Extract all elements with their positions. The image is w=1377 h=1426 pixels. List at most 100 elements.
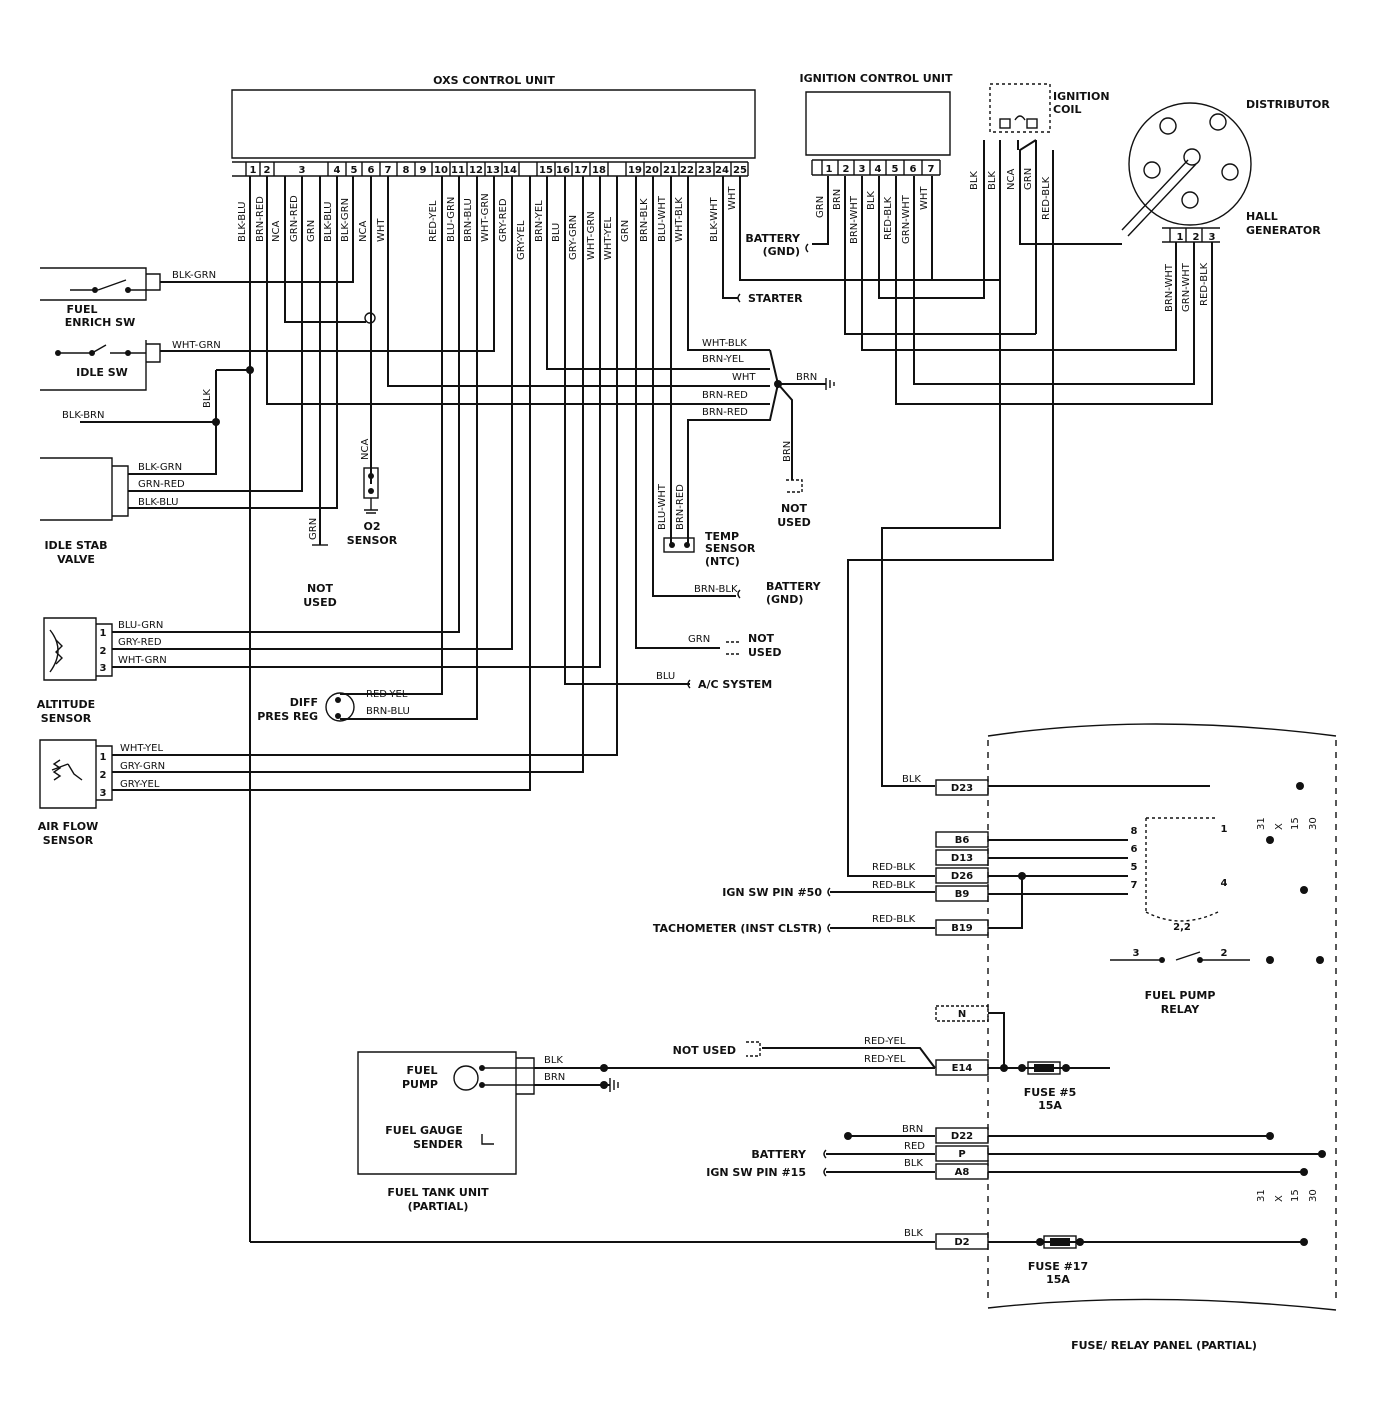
wire-label: BLK [987,171,998,190]
idle-stab-title: IDLE STAB [44,539,107,552]
not-used-title: NOT [307,582,334,595]
ac-title: A/C SYSTEM [698,678,772,691]
wire-label: WHT-GRN [172,340,221,351]
connector-label: D23 [951,783,973,794]
wire-label: BLK-BLU [323,202,334,242]
wire-label: NCA [271,221,282,242]
oxs-pin: 9 [420,165,427,176]
wire-label: WHT [376,218,387,242]
wire-label: WHT-GRN [480,193,491,242]
airflow-pin: 1 [100,752,107,763]
temp-sensor-title: (NTC) [705,555,740,568]
wire-label: BLK-BRN [62,410,104,421]
ac-system: BLU A/C SYSTEM [656,671,772,691]
wire-label: BLK-GRN [172,270,216,281]
fuel-pump-title: PUMP [402,1078,438,1091]
oxs-pin: 6 [368,165,375,176]
altitude-pin: 2 [100,646,107,657]
ign-sw-15-label: IGN SW PIN #15 [706,1166,806,1179]
wire-label: RED [904,1141,925,1152]
hall-title: GENERATOR [1246,224,1321,237]
oxs-pin-labels: 1 2 3 4 5 6 7 8 9 10 11 12 13 14 15 16 1… [250,165,747,176]
ignition-control-unit: IGNITION CONTROL UNIT 1 2 3 4 5 6 7 GRN … [737,72,953,305]
fuse-17-title: FUSE #17 [1028,1260,1088,1273]
not-used-2: GRN NOT USED [688,632,782,659]
wire-label: GRN [308,518,319,540]
not-used-title: USED [303,596,337,609]
wire-label: BLU [551,223,562,242]
connector-label: A8 [955,1167,970,1178]
wire-label: BLK-BLU [138,497,178,508]
wire-label: BRN [832,189,843,210]
diff-title: DIFF [290,696,318,709]
relay-pin: 3 [1133,948,1140,959]
oxs-pin: 24 [715,165,729,176]
wire-label: BLK-BLU [237,202,248,242]
ground-junction: WHT-BLK BRN-YEL WHT BRN-RED BRN-RED BRN … [702,338,835,529]
fuel-gauge-title: SENDER [413,1138,463,1151]
wire-label: BLU [656,671,675,682]
oxs-pin: 1 [250,165,257,176]
connector-label: B9 [955,889,970,900]
bus-label: 30 [1308,817,1319,830]
fuse-5-title: FUSE #5 [1024,1086,1077,1099]
idle-stab-title: VALVE [57,553,95,566]
wire-label: BRN-RED [255,196,266,242]
wire-label: BLU-WHT [657,195,668,242]
oxs-pin: 10 [434,165,448,176]
wire-label: GRY-YEL [120,779,160,790]
fuse-17-rating: 15A [1046,1273,1070,1286]
altitude-pin: 1 [100,628,107,639]
wire-label: BRN-WHT [849,195,860,244]
wire-label: WHT [727,186,738,210]
fuse-5-rating: 15A [1038,1099,1062,1112]
wire-label: BRN-RED [702,390,748,401]
wire-label: NCA [360,439,371,460]
oxs-pin: 11 [451,165,465,176]
panel-title: FUSE/ RELAY PANEL (PARTIAL) [1071,1339,1257,1352]
wire-label: BRN [782,441,793,462]
oxs-pin: 12 [469,165,483,176]
altitude-pin: 3 [100,663,107,674]
wire-label: RED-BLK [872,862,916,873]
wire-label: GRN-WHT [1181,262,1192,312]
wire-label: BLK [902,774,921,785]
fuse-5: FUSE #5 15A [1018,1061,1077,1112]
altitude-sensor: 1 2 3 BLU-GRN GRY-RED WHT-GRN ALTITUDE S… [37,617,167,725]
wire-label: BLK [866,191,877,210]
hall-pin: 3 [1209,232,1216,243]
connector-label: D22 [951,1131,973,1142]
hall-pin: 2 [1193,232,1200,243]
bus-label: 30 [1308,1189,1319,1202]
idle-stab-valve: BLK-GRN GRN-RED BLK-BLU IDLE STAB VALVE [40,457,185,566]
wire-label: GRY-RED [118,637,162,648]
oxs-pin: 25 [733,165,747,176]
idle-switch: IDLE SW WHT-GRN BLK-BRN BLK [40,340,254,426]
fuel-enrich-title: ENRICH SW [65,316,135,329]
airflow-title: AIR FLOW [38,820,99,833]
connector-label: D26 [951,871,973,882]
not-used-title: NOT [748,632,775,645]
wire-label: BRN [796,372,817,383]
diff-title: PRES REG [257,710,318,723]
wire-label: RED-BLK [872,914,916,925]
wire-label: NCA [1006,169,1017,190]
wire-label: BRN-BLU [366,706,410,717]
wire-label: GRN [815,196,826,218]
oxs-wire-labels: BLK-BLU BRN-RED NCA GRN-RED GRN BLK-BLU … [237,186,738,260]
wire-label: WHT-YEL [120,743,163,754]
airflow-pin: 3 [100,788,107,799]
fuel-tank-title: FUEL TANK UNIT [387,1186,489,1199]
bus-label: X [1274,1195,1285,1202]
fuse-relay-panel: FUSE/ RELAY PANEL (PARTIAL) D23 B6 D13 D… [250,723,1337,1352]
bus-label: 31 [1256,1189,1267,1202]
fuel-tank-title: (PARTIAL) [408,1200,469,1213]
oxs-pin: 21 [663,165,677,176]
wire-label: BLK-WHT [709,196,720,242]
oxs-pin: 7 [385,165,392,176]
wire-label: WHT-YEL [603,217,614,260]
wire-label: BLK [969,171,980,190]
icu-pin: 3 [859,164,866,175]
wire-label: BLU-WHT [657,483,668,530]
